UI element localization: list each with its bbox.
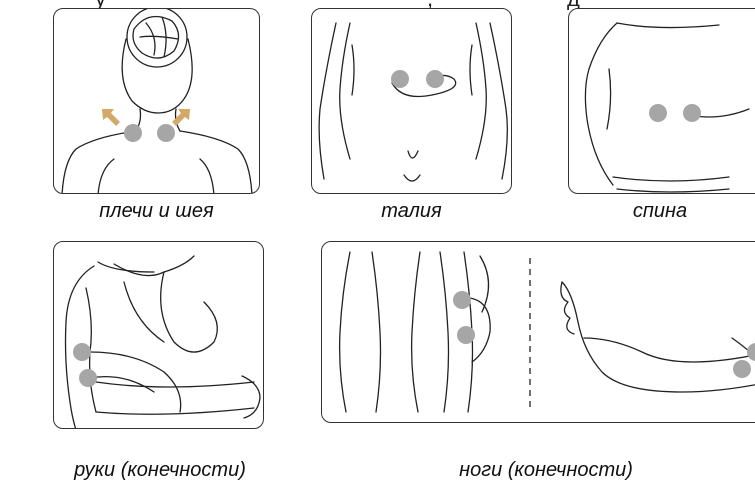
electrode-pad [747, 343, 755, 361]
caption-legs: ноги (конечности) [421, 459, 671, 482]
caption-waist: талия [311, 200, 512, 223]
panel-waist [311, 8, 512, 194]
caption-shoulders-neck: плечи и шея [53, 200, 260, 223]
torso-right [490, 23, 507, 179]
panel-arms [53, 241, 264, 429]
waist-illustration [312, 9, 512, 194]
legs-illustration [322, 242, 755, 423]
torso-left [319, 23, 336, 179]
back-outline [585, 23, 617, 185]
panel-shoulders-neck [53, 8, 260, 194]
arms-illustration [54, 242, 264, 429]
shoulders-neck-illustration [54, 9, 260, 194]
caption-back: спина [600, 200, 720, 223]
electrode-pad [733, 360, 751, 378]
back-illustration [569, 9, 755, 194]
electrode-pad [391, 70, 409, 88]
electrode-pad [426, 70, 444, 88]
foot-side-view [561, 282, 755, 392]
arrow-up-right-icon [172, 109, 190, 126]
panel-back [568, 8, 755, 194]
panel-legs [321, 241, 755, 423]
electrode-pad [683, 104, 701, 122]
electrode-pad [453, 291, 471, 309]
hair-bun [127, 9, 187, 67]
caption-arms: руки (конечности) [30, 459, 290, 482]
electrode-pad [79, 369, 97, 387]
electrode-pad [457, 326, 475, 344]
electrode-pad [73, 343, 91, 361]
head-outline [122, 39, 192, 113]
navel [408, 151, 418, 158]
electrode-pad [649, 104, 667, 122]
arrow-up-left-icon [102, 109, 120, 126]
electrode-pad [124, 124, 142, 142]
electrode-pad [157, 124, 175, 142]
